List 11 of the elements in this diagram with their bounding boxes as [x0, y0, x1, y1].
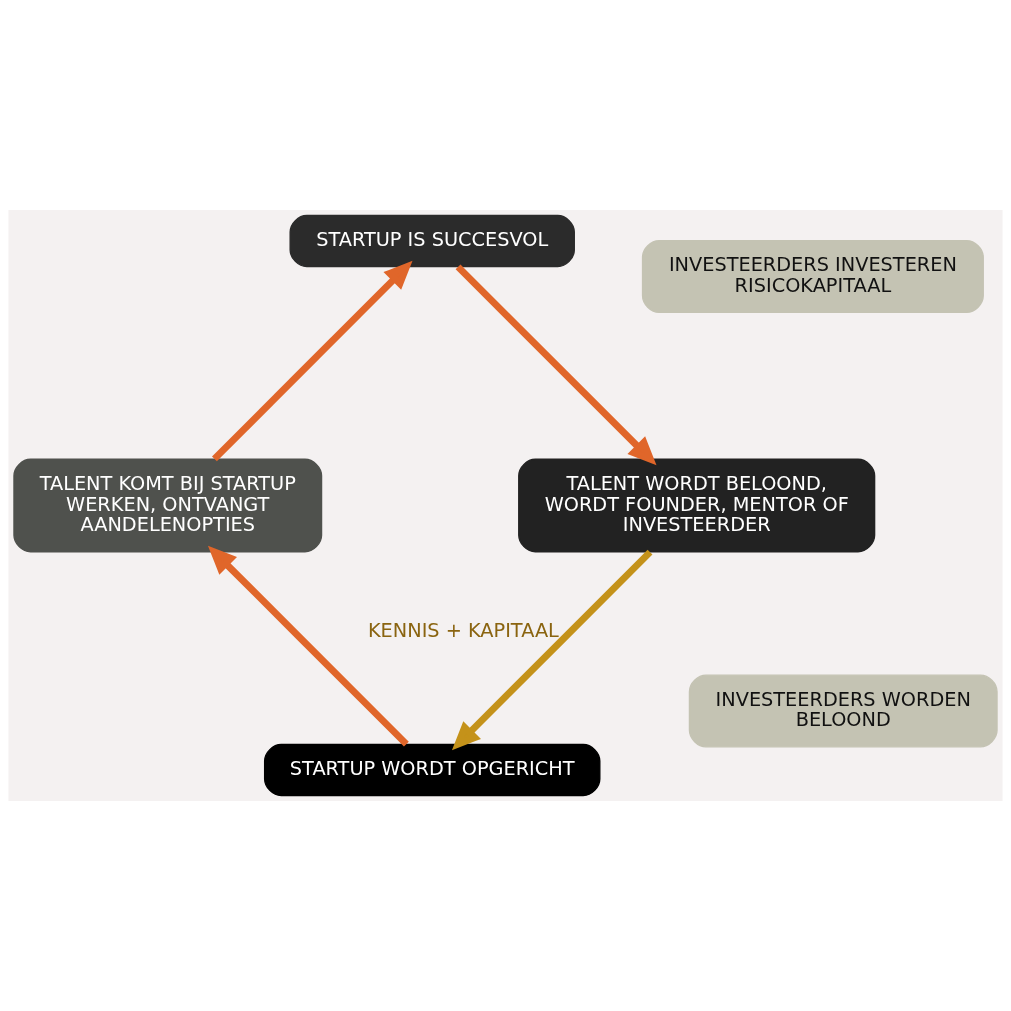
node-box: INVESTEERDERS INVESTEREN RISICOKAPITAAL: [641, 240, 984, 314]
arrow: [451, 549, 653, 751]
node-box: TALENT WORDT BELOOND, WORDT FOUNDER, MENTOR OF INVESTEERDER: [518, 458, 876, 553]
arrow: [212, 260, 413, 462]
arrow: [455, 264, 657, 466]
edge-label: KENNIS + KAPITAAL: [367, 619, 559, 643]
node-box: INVESTEERDERS WORDEN BELOOND: [688, 674, 998, 748]
node-box: TALENT KOMT BIJ STARTUP WERKEN, ONTVANGT AANDELENOPTIES: [13, 458, 323, 553]
node-box: STARTUP IS SUCCESVOL: [289, 214, 575, 268]
arrow: [207, 545, 409, 747]
node-box: STARTUP WORDT OPGERICHT: [263, 743, 601, 797]
